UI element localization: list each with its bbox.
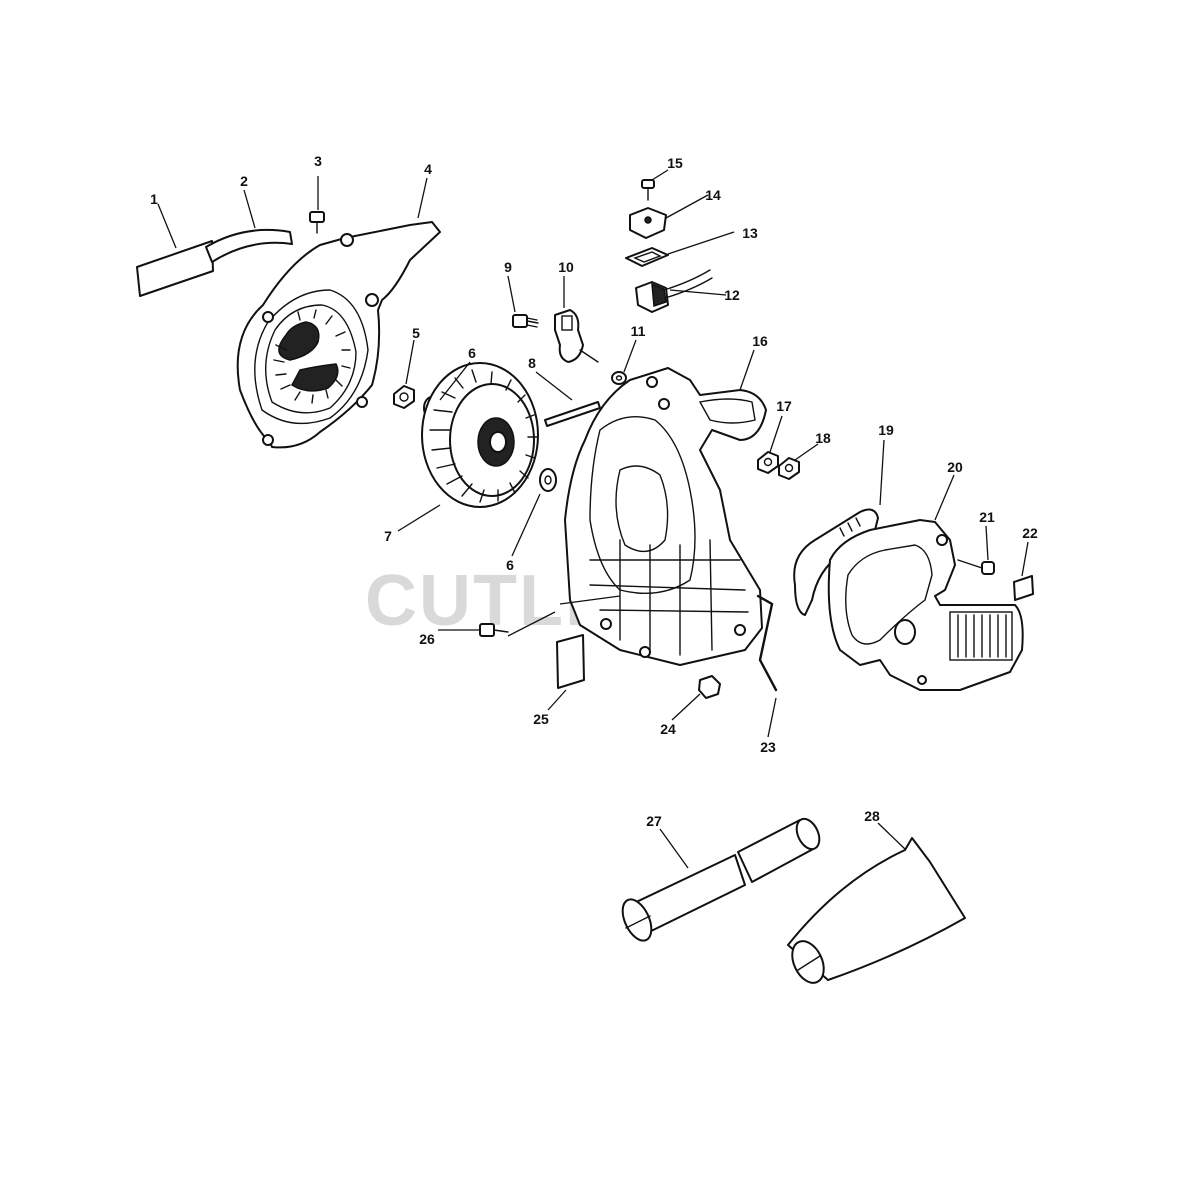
callout-7: 7 xyxy=(384,528,392,544)
part-13-gasket xyxy=(625,247,669,267)
part-28-nozzle xyxy=(787,837,966,984)
part-4-fan-cover xyxy=(236,221,441,449)
callout-8: 8 xyxy=(528,355,536,371)
part-14-clamp xyxy=(629,207,667,239)
callout-16: 16 xyxy=(752,333,768,349)
part-5-nut xyxy=(393,385,415,409)
callout-28: 28 xyxy=(864,808,880,824)
callout-11: 11 xyxy=(631,323,646,339)
part-3-screw xyxy=(309,211,325,234)
part-15-screw xyxy=(641,179,655,201)
callout-6-lower: 6 xyxy=(506,557,514,573)
callout-5: 5 xyxy=(412,325,420,341)
part-7-flywheel xyxy=(421,362,539,508)
callout-25: 25 xyxy=(533,711,549,727)
callout-3: 3 xyxy=(314,153,322,169)
callout-18: 18 xyxy=(815,430,831,446)
callout-26: 26 xyxy=(419,631,435,647)
part-16-main-housing xyxy=(564,367,767,666)
callout-17: 17 xyxy=(776,398,792,414)
part-2-strip xyxy=(205,228,293,263)
callout-1: 1 xyxy=(150,191,158,207)
part-8-key xyxy=(544,401,601,427)
callout-14: 14 xyxy=(705,187,721,203)
part-27-straight-pipe xyxy=(621,817,821,942)
callout-4: 4 xyxy=(424,161,432,177)
part-10-switch xyxy=(554,309,599,363)
callout-labels: 1 2 3 4 5 6 6 7 8 9 10 11 12 13 14 15 16… xyxy=(150,153,1038,829)
leader-lines xyxy=(157,169,1029,869)
part-6-washer-lower xyxy=(539,468,557,492)
part-23-rod xyxy=(756,594,778,692)
callout-20: 20 xyxy=(947,459,963,475)
part-9-screw xyxy=(512,314,539,328)
callout-24: 24 xyxy=(660,721,676,737)
part-18-nut xyxy=(778,457,800,480)
callout-21: 21 xyxy=(979,509,995,525)
part-20-rear-handle xyxy=(827,519,1024,691)
part-22-label xyxy=(1013,575,1034,601)
part-17-nut xyxy=(757,451,779,474)
callout-19: 19 xyxy=(878,422,894,438)
callout-6-upper: 6 xyxy=(468,345,476,361)
callout-13: 13 xyxy=(742,225,758,241)
callout-9: 9 xyxy=(504,259,512,275)
callout-12: 12 xyxy=(724,287,740,303)
callout-22: 22 xyxy=(1022,525,1038,541)
callout-10: 10 xyxy=(558,259,574,275)
callout-27: 27 xyxy=(646,813,662,829)
part-12-plug xyxy=(635,269,713,313)
callout-15: 15 xyxy=(667,155,683,171)
part-25-plate xyxy=(556,634,585,689)
callout-2: 2 xyxy=(240,173,248,189)
part-11-washer xyxy=(611,371,627,385)
part-21-screw xyxy=(957,559,995,575)
callout-23: 23 xyxy=(760,739,776,755)
part-24-cap xyxy=(698,675,721,699)
part-1-label-plate xyxy=(136,240,214,297)
